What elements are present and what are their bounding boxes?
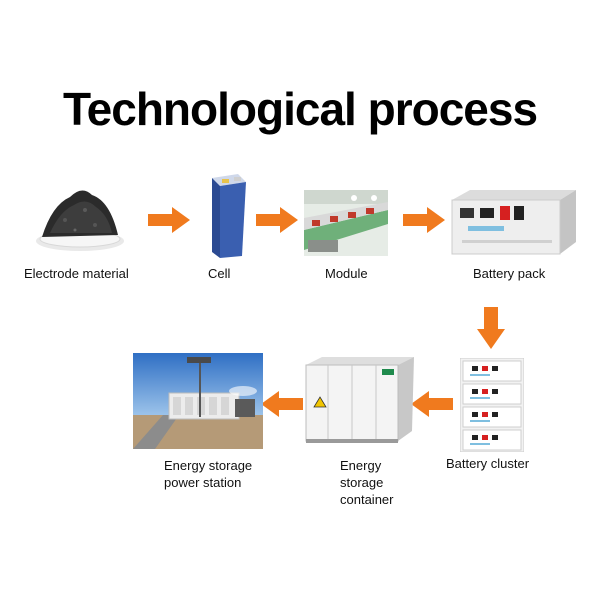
battery-cluster-icon — [460, 358, 524, 452]
flow-arrow-left-icon — [261, 391, 303, 417]
step-label-container: Energy storage container — [340, 458, 394, 507]
flow-arrow-right-icon — [148, 207, 190, 233]
step-label-electrode: Electrode material — [24, 266, 129, 281]
step-label-station: Energy storage power station — [164, 458, 253, 490]
electrode-powder-icon — [36, 190, 124, 251]
flow-arrow-right-icon — [403, 207, 445, 233]
battery-pack-icon — [451, 190, 576, 255]
flow-arrow-down-icon — [477, 307, 505, 349]
step-label-pack: Battery pack — [473, 266, 546, 281]
battery-cell-icon — [212, 174, 246, 258]
page-title: Technological process — [62, 83, 538, 135]
flow-arrow-right-icon — [256, 207, 298, 233]
module-assembly-icon — [304, 190, 388, 256]
power-station-icon — [133, 353, 263, 449]
flow-arrow-left-icon — [411, 391, 453, 417]
storage-container-icon — [305, 357, 414, 443]
step-label-module: Module — [325, 266, 368, 281]
step-label-cell: Cell — [208, 266, 231, 281]
step-label-cluster: Battery cluster — [446, 456, 530, 471]
